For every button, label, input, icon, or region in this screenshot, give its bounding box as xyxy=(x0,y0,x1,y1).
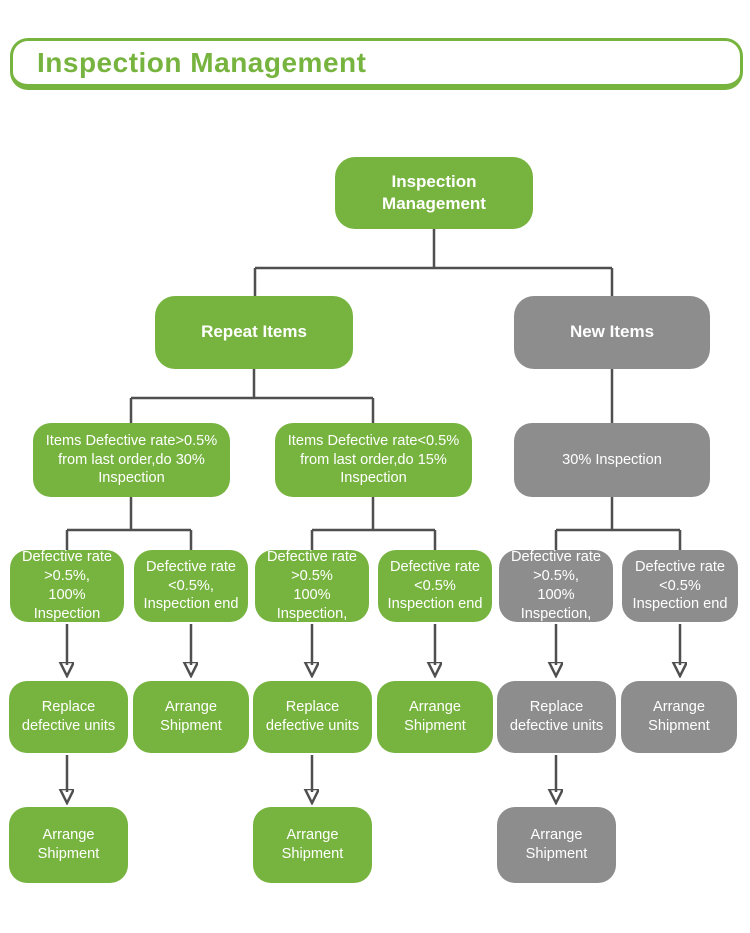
elbow-new-to-level4 xyxy=(554,496,682,552)
node-defective-gt-1: Defective rate >0.5%, 100% Inspection xyxy=(10,549,124,622)
node-arrange-shipment-4: Arrange Shipment xyxy=(377,681,493,753)
elbow-repeat-to-level3 xyxy=(129,368,375,425)
node-new-30-inspection: 30% Inspection xyxy=(514,423,710,497)
node-final-arrange-shipment-3: Arrange Shipment xyxy=(253,807,372,883)
node-final-arrange-shipment-1: Arrange Shipment xyxy=(9,807,128,883)
node-arrange-shipment-2: Arrange Shipment xyxy=(133,681,249,753)
node-replace-units-1: Replace defective units xyxy=(9,681,128,753)
node-defective-gt-5: Defective rate >0.5%, 100% Inspection, xyxy=(499,549,613,622)
elbow-repeat-low-to-level4 xyxy=(310,496,437,552)
node-arrange-shipment-6: Arrange Shipment xyxy=(621,681,737,753)
node-repeat-high-defect-rate: Items Defective rate>0.5% from last orde… xyxy=(33,423,230,497)
node-repeat-items: Repeat Items xyxy=(155,296,353,369)
node-replace-units-3: Replace defective units xyxy=(253,681,372,753)
node-defective-gt-3: Defective rate >0.5% 100% Inspection, xyxy=(255,549,369,622)
node-repeat-low-defect-rate: Items Defective rate<0.5% from last orde… xyxy=(275,423,472,497)
node-final-arrange-shipment-5: Arrange Shipment xyxy=(497,807,616,883)
node-inspection-management: Inspection Management xyxy=(335,157,533,229)
elbow-repeat-high-to-level4 xyxy=(65,496,193,552)
page-title: Inspection Management xyxy=(37,46,367,78)
node-defective-lt-4: Defective rate <0.5% Inspection end xyxy=(378,550,492,622)
node-defective-lt-6: Defective rate <0.5% Inspection end xyxy=(622,550,738,622)
node-replace-units-5: Replace defective units xyxy=(497,681,616,753)
page-title-banner: Inspection Management xyxy=(10,38,743,90)
node-defective-lt-2: Defective rate <0.5%, Inspection end xyxy=(134,550,248,622)
elbow-root-to-level2 xyxy=(253,228,614,298)
node-new-items: New Items xyxy=(514,296,710,369)
